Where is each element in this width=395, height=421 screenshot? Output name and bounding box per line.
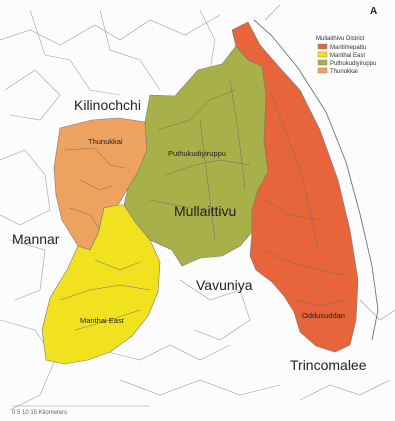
legend: Mullaithivu District Maritimepattu Manth…	[316, 36, 376, 75]
internal-boundaries	[59, 79, 346, 331]
place-label-mannar: Mannar	[12, 231, 60, 247]
region-manthai-east[interactable]	[41, 204, 161, 365]
coastline	[253, 19, 379, 341]
region-label-thunukkai: Thunukkai	[88, 137, 123, 146]
region-label-oddusuddan: Oddusuddan	[302, 311, 345, 320]
region-label-manthai-east: Manthai East	[80, 316, 125, 325]
legend-swatch-puthukudiyiruppu	[317, 59, 328, 66]
legend-title: Mullaithivu District	[316, 36, 365, 42]
legend-label-maritimepattu: Maritimepattu	[330, 45, 366, 51]
scale-bar: 0 5 10 15 Kilometers	[12, 405, 150, 416]
legend-label-manthai-east: Manthai East	[330, 53, 365, 59]
region-oddusuddan[interactable]	[231, 21, 359, 353]
scale-text: 0 5 10 15 Kilometers	[12, 410, 67, 416]
place-label-vavuniya: Vavuniya	[196, 277, 253, 293]
place-label-mullaitivu: Mullaittivu	[174, 203, 236, 219]
region-label-puthukudiyiruppu: Puthukudiyiruppu	[168, 149, 226, 158]
legend-swatch-thunukkai	[317, 67, 328, 74]
legend-label-puthukudiyiruppu: Puthukudiyiruppu	[330, 61, 376, 67]
place-label-trincomalee: Trincomalee	[290, 357, 367, 373]
place-label-kilinochchi: Kilinochchi	[74, 97, 141, 113]
north-arrow-icon: A	[370, 6, 377, 17]
legend-label-thunukkai: Thunukkai	[330, 69, 358, 75]
legend-swatch-maritimepattu	[317, 43, 328, 50]
legend-swatch-manthai-east	[317, 51, 328, 58]
